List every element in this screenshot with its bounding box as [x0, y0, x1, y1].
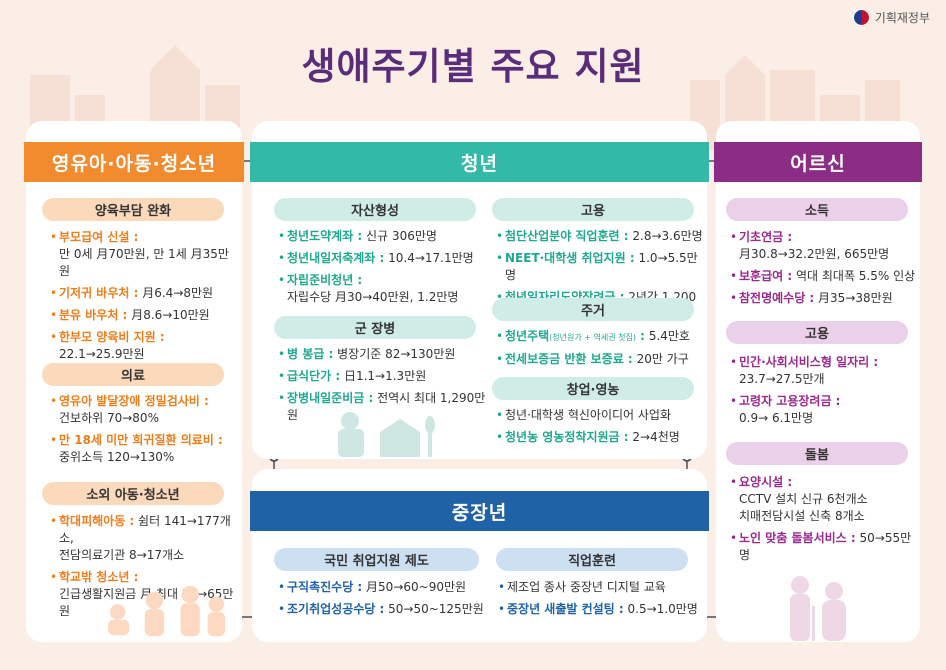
- elderly-couple-illustration: [790, 576, 846, 641]
- list-item: 학대피해아동 : 쉼터 141→177개소,전담의료기관 8→17개소: [50, 513, 242, 564]
- list-item: 중장년 새출발 컨설팅 : 0.5→1.0만명: [498, 601, 706, 618]
- soldier-farmer-illustration: [338, 412, 435, 457]
- connector-left: [232, 160, 262, 162]
- group-items: 청년주택(청년원가 + 역세권 첫집) : 5.4만호 전세보증금 반환 보증료…: [496, 328, 706, 368]
- group-items: 부모급여 신설 :만 0세 月70만원, 만 1세 月35만원 기저귀 바우처 …: [50, 229, 240, 363]
- group-title: 돌봄: [726, 442, 908, 465]
- group-items: 제조업 종사 중장년 디지털 교육 중장년 새출발 컨설팅 : 0.5→1.0만…: [498, 579, 706, 618]
- list-item: 청년도약계좌 : 신규 306만명: [278, 228, 488, 245]
- ministry-name: 기획재정부: [874, 11, 930, 25]
- taegeuk-icon: [852, 9, 870, 26]
- list-item: 장병내일준비금 : 전역시 최대 1,290만원: [278, 390, 493, 424]
- heading-senior: 어르신: [714, 142, 922, 182]
- list-item: 청년·대학생 혁신아이디어 사업화: [496, 407, 706, 424]
- heading-middle-age: 중장년: [250, 491, 709, 531]
- group-items: 기초연금 :月30.8→32.2만원, 665만명 보훈급여 : 역대 최대폭 …: [730, 229, 918, 307]
- list-item: 제조업 종사 중장년 디지털 교육: [498, 579, 706, 596]
- group-title: 양육부담 완화: [42, 198, 224, 221]
- list-item: 첨단산업분야 직업훈련 : 2.8→3.6만명: [496, 228, 706, 245]
- group-items: 영유아 발달장애 정밀검사비 :건보하위 70→80% 만 18세 미만 희귀질…: [50, 393, 240, 466]
- heading-youth-child: 영유아·아동·청소년: [24, 142, 244, 182]
- list-item: 민간·사회서비스형 일자리 :23.7→27.5만개: [730, 354, 918, 388]
- group-title: 주거: [492, 298, 694, 321]
- group-items: 민간·사회서비스형 일자리 :23.7→27.5만개 고령자 고용장려금 :0.…: [730, 354, 918, 427]
- group-items: 병 봉급 : 병장기준 82→130만원 급식단가 : 日1.1→1.3만원 장…: [278, 346, 493, 424]
- group-title: 소외 아동·청소년: [42, 482, 224, 505]
- list-item: 영유아 발달장애 정밀검사비 :건보하위 70→80%: [50, 393, 240, 427]
- group-title: 직업훈련: [496, 548, 688, 571]
- list-item: 보훈급여 : 역대 최대폭 5.5% 인상: [730, 268, 918, 285]
- list-item: 조기취업성공수당 : 50→50~125만원: [278, 601, 488, 618]
- list-item: 청년농 영농정착지원금 : 2→4천명: [496, 429, 706, 446]
- list-item: 기저귀 바우처 : 月6.4→8만원: [50, 285, 240, 302]
- list-item: 청년주택(청년원가 + 역세권 첫집) : 5.4만호: [496, 328, 706, 346]
- list-item: 병 봉급 : 병장기준 82→130만원: [278, 346, 493, 363]
- group-items: 구직촉진수당 : 月50→60~90만원 조기취업성공수당 : 50→50~12…: [278, 579, 488, 618]
- group-title: 소득: [726, 198, 908, 221]
- ministry-logo: 기획재정부: [852, 9, 930, 26]
- list-item: 자립준비청년 :자립수당 月30→40만원, 1.2만명: [278, 272, 488, 306]
- group-items: 첨단산업분야 직업훈련 : 2.8→3.6만명 NEET·대학생 취업지원 : …: [496, 228, 706, 323]
- list-item: NEET·대학생 취업지원 : 1.0→5.5만명: [496, 250, 706, 284]
- group-title: 창업·영농: [492, 377, 694, 400]
- list-item: 청년내일저축계좌 : 10.4→17.1만명: [278, 250, 488, 267]
- list-item: 노인 맞춤 돌봄서비스 : 50→55만명: [730, 530, 918, 564]
- group-title: 고용: [726, 321, 908, 344]
- connector-right: [698, 160, 728, 162]
- list-item: 전세보증금 반환 보증료 : 20만 가구: [496, 351, 706, 368]
- list-item: 급식단가 : 日1.1→1.3만원: [278, 368, 493, 385]
- list-item: 한부모 양육비 지원 :22.1→25.9만원: [50, 329, 240, 363]
- list-item: 부모급여 신설 :만 0세 月70만원, 만 1세 月35만원: [50, 229, 240, 280]
- group-title: 의료: [42, 363, 224, 386]
- children-illustration: [108, 585, 225, 637]
- card-young-adult: 청년 자산형성 청년도약계좌 : 신규 306만명 청년내일저축계좌 : 10.…: [250, 121, 709, 459]
- page-title: 생애주기별 주요 지원: [301, 45, 645, 88]
- list-item: 만 18세 미만 희귀질환 의료비 :중위소득 120→130%: [50, 432, 240, 466]
- group-title: 자산형성: [274, 198, 476, 221]
- list-item: 고령자 고용장려금 :0.9→ 6.1만명: [730, 393, 918, 427]
- card-middle-age: 중장년 국민 취업지원 제도 구직촉진수당 : 月50→60~90만원 조기취업…: [250, 469, 709, 642]
- list-item: 구직촉진수당 : 月50→60~90만원: [278, 579, 488, 596]
- connector-bottom: [698, 616, 728, 618]
- list-item: 참전명예수당 : 月35→38만원: [730, 290, 918, 307]
- group-title: 군 장병: [274, 316, 476, 339]
- group-items: 청년·대학생 혁신아이디어 사업화 청년농 영농정착지원금 : 2→4천명: [496, 407, 706, 446]
- card-senior: 어르신 소득 기초연금 :月30.8→32.2만원, 665만명 보훈급여 : …: [714, 121, 922, 642]
- group-title: 국민 취업지원 제도: [274, 548, 479, 571]
- list-item: 기초연금 :月30.8→32.2만원, 665만명: [730, 229, 918, 263]
- group-title: 고용: [492, 198, 694, 221]
- connector-bottom: [232, 616, 262, 618]
- list-item: 분유 바우처 : 月8.6→10만원: [50, 307, 240, 324]
- heading-young-adult: 청년: [250, 142, 709, 182]
- card-youth-child: 영유아·아동·청소년 양육부담 완화 부모급여 신설 :만 0세 月70만원, …: [24, 121, 244, 642]
- group-items: 청년도약계좌 : 신규 306만명 청년내일저축계좌 : 10.4→17.1만명…: [278, 228, 488, 306]
